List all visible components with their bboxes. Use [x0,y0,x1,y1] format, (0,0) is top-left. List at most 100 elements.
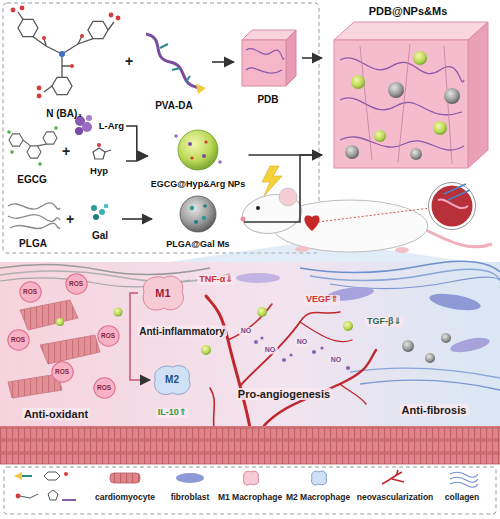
microsphere [203,204,207,208]
ros-bubble: ROS [97,325,120,347]
polymer-label: PVA-DA [136,18,212,112]
legend-label: M1 Macrophage [218,492,282,502]
node-outline-shape [19,282,40,302]
dashed-frame [3,3,319,253]
composite-gel-cube [334,40,468,168]
collagen-fibers [0,271,230,282]
hyp-icon [93,143,111,159]
legend-frame [4,467,496,514]
pdb-gel [242,40,286,86]
neovascularization [340,384,366,404]
plga-polymer [8,203,60,229]
pdb-gel [246,49,284,73]
nba3-molecule [18,19,38,36]
no-molecules [312,350,316,354]
pva-da-chain [146,34,206,94]
pva-da-chain [146,34,202,88]
l-arg-icon [82,122,92,132]
nanoparticle-small [56,307,353,355]
nanoparticle-box: EGCG@Hyp&Arg NPs [148,122,249,190]
hyp-icon [93,148,105,159]
legend-molecule-icons [62,499,76,501]
node-label: EGCG [17,174,46,186]
node-label: M1 [155,287,170,300]
molecule-label: N (BA)₃ [6,8,122,120]
molecule-label: Gal [78,196,122,242]
fibroblast-cells [236,273,280,283]
annotation-label: VEGF⇑ [304,295,340,305]
nba3-molecule [70,64,74,68]
l-arg-icon [75,127,83,135]
node-outline-shape [155,366,190,395]
legend-molecule-icons [14,472,22,480]
nba3-molecule [20,6,25,11]
cardiomyocyte-cells [8,300,100,398]
node-label: ROS [23,288,37,295]
rat-illustration [438,199,468,208]
annotation-label: Anti-inflammatory [137,326,227,337]
collagen-fibers [0,261,500,390]
annotation-label: + [125,54,133,69]
annotation-label: NO [329,356,344,364]
composite-gel-cube [468,22,488,168]
gal-molecule [104,204,108,208]
gal-molecule [91,205,97,211]
macrophage-cell: M2 [150,362,194,398]
legend-molecule-icons [48,490,58,500]
node-label: ROS [97,384,111,391]
collagen-fibers [300,261,500,272]
node-label: ROS [11,336,25,343]
collagen-fibers [350,368,500,378]
dashed-frame [3,3,319,253]
cardiomyocyte-band [0,426,500,464]
composite-gel-cube [410,148,422,160]
nba3-molecule [116,16,121,21]
node-label: ROS [101,332,115,339]
microsphere-small [402,340,414,352]
microsphere [190,206,194,210]
l-arg-icon [86,115,92,121]
nba3-molecule [44,36,82,66]
node-label: ROS [69,280,83,287]
ros-bubble: ROS [51,361,74,383]
annotation-label: TGF-β⇓ [365,317,403,327]
nba3-molecule [37,94,42,99]
node-outline-shape [51,362,72,382]
legend-icons [110,473,140,483]
legend-icons [243,471,258,485]
cardiomyocyte-cells [40,335,100,364]
legend-icons [382,470,404,484]
hyp-icon [97,143,101,147]
node-label: Hyp [90,166,108,177]
annotation-label: TNF-α⇓ [197,275,235,285]
nanoparticle [190,156,193,159]
node-label: L-Arg [99,121,124,132]
node-label: ROS [55,368,69,375]
egcg-molecule [7,126,58,166]
node-label: Gal [92,230,108,242]
nanoparticle-small [56,318,64,326]
neovascularization [300,312,340,322]
neovascularization [206,296,250,428]
no-molecules [346,366,350,370]
microsphere-small [402,333,451,363]
molecule-label: EGCG [4,124,60,186]
ros-bubble: ROS [93,377,116,399]
composite-gel-cube [433,121,447,135]
node-label: PDB [257,94,278,106]
legend-icons [311,471,326,485]
nanoparticle-small [201,345,211,355]
legend-molecule-icons [20,494,38,498]
cardiomyocyte-cells [20,300,78,330]
microsphere [180,196,216,232]
composite-gel-cube [351,75,365,89]
connector-arrow [126,156,148,161]
node-label: PVA-DA [155,100,193,112]
nba3-molecule [42,36,46,40]
legend-molecule-icons [22,475,32,477]
molecule-label: L-Arg [72,112,126,140]
